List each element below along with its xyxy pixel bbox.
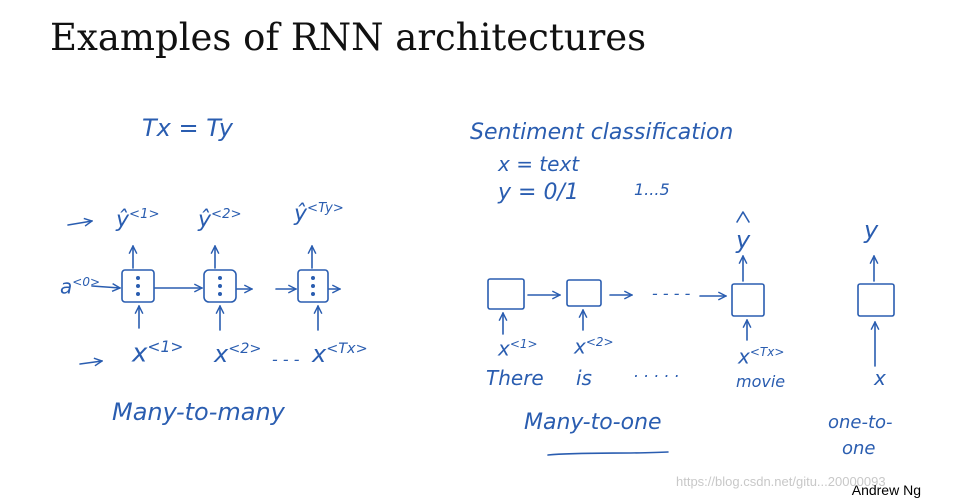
input-x1: x<1>	[132, 338, 184, 369]
chain-dots: - - - -	[652, 284, 691, 303]
m2o-output-y: y	[736, 226, 751, 254]
one-to-one-label-line2: one	[842, 438, 876, 459]
many-to-many-label: Many-to-many	[112, 398, 285, 426]
input-x2: x<2>	[214, 342, 261, 366]
input-sup: <2>	[228, 341, 262, 357]
o2o-cell	[857, 283, 895, 317]
output-sup: <Ty>	[307, 201, 344, 216]
input-base: x	[738, 344, 750, 369]
rnn-cell-1	[121, 269, 155, 303]
input-ellipsis: - - -	[272, 350, 300, 369]
rnn-cell-ty	[297, 269, 329, 303]
a0-arrow	[91, 286, 120, 288]
m2o-cell-1	[487, 278, 525, 310]
input-sup: <1>	[147, 338, 184, 356]
author-credit: Andrew Ng	[851, 482, 921, 498]
m2o-caret	[736, 211, 750, 223]
cell-box	[121, 269, 155, 303]
activation-a0: a<0>	[60, 276, 100, 297]
input-row-arrow	[79, 361, 102, 364]
activation-label: a	[60, 274, 73, 299]
output-base: ŷ	[198, 207, 212, 233]
input-sup: <Tx>	[749, 345, 785, 359]
tx-equals-ty: Tx = Ty	[142, 114, 234, 142]
word-dots: . . . . .	[634, 362, 680, 381]
output-sup: <2>	[211, 207, 242, 222]
output-base: ŷ	[294, 201, 308, 227]
o2o-input-x: x	[874, 366, 886, 390]
output-y1: ŷ<1>	[116, 208, 160, 231]
input-sup: <2>	[585, 335, 614, 349]
input-base: x	[214, 340, 229, 368]
m2o-input-x1: x<1>	[498, 338, 538, 359]
many-to-one-diagram	[487, 211, 765, 456]
watermark: https://blog.csdn.net/gitu...20000093	[676, 474, 886, 489]
rnn-cell-2	[203, 269, 237, 303]
m2o-input-x2: x<2>	[574, 336, 614, 357]
input-base: x	[574, 334, 586, 359]
output-row-arrow	[67, 221, 92, 225]
output-yty: ŷ<Ty>	[294, 202, 344, 225]
m2o-cell-2	[566, 279, 602, 307]
input-sup: <1>	[509, 337, 538, 351]
m2o-input-xtx: x<Tx>	[738, 346, 784, 367]
rating-range: 1...5	[634, 180, 670, 199]
input-base: x	[498, 336, 510, 361]
input-base: x	[132, 338, 148, 369]
cell-box	[203, 269, 237, 303]
input-xtx: x<Tx>	[312, 342, 368, 366]
many-to-one-label: Many-to-one	[524, 410, 662, 435]
many-to-many-diagram	[67, 221, 340, 364]
one-to-one-label-line1: one-to-	[828, 412, 893, 433]
word-there: There	[486, 366, 544, 390]
m2o-cell-tx	[731, 283, 765, 317]
m2o-label-underline	[547, 451, 669, 456]
output-base: ŷ	[116, 207, 130, 233]
x-equals-text: x = text	[498, 152, 580, 176]
activation-sup: <0>	[72, 275, 101, 289]
word-movie: movie	[736, 372, 786, 391]
cell-box	[297, 269, 329, 303]
word-is: is	[576, 366, 592, 390]
input-sup: <Tx>	[326, 341, 368, 357]
one-to-one-diagram	[857, 256, 895, 367]
input-base: x	[312, 340, 327, 368]
page-title: Examples of RNN architectures	[50, 16, 647, 59]
o2o-output-y: y	[864, 216, 879, 244]
output-y2: ŷ<2>	[198, 208, 242, 231]
y-equals-01: y = 0/1	[498, 180, 579, 205]
output-sup: <1>	[129, 207, 160, 222]
sentiment-heading: Sentiment classification	[470, 120, 734, 145]
